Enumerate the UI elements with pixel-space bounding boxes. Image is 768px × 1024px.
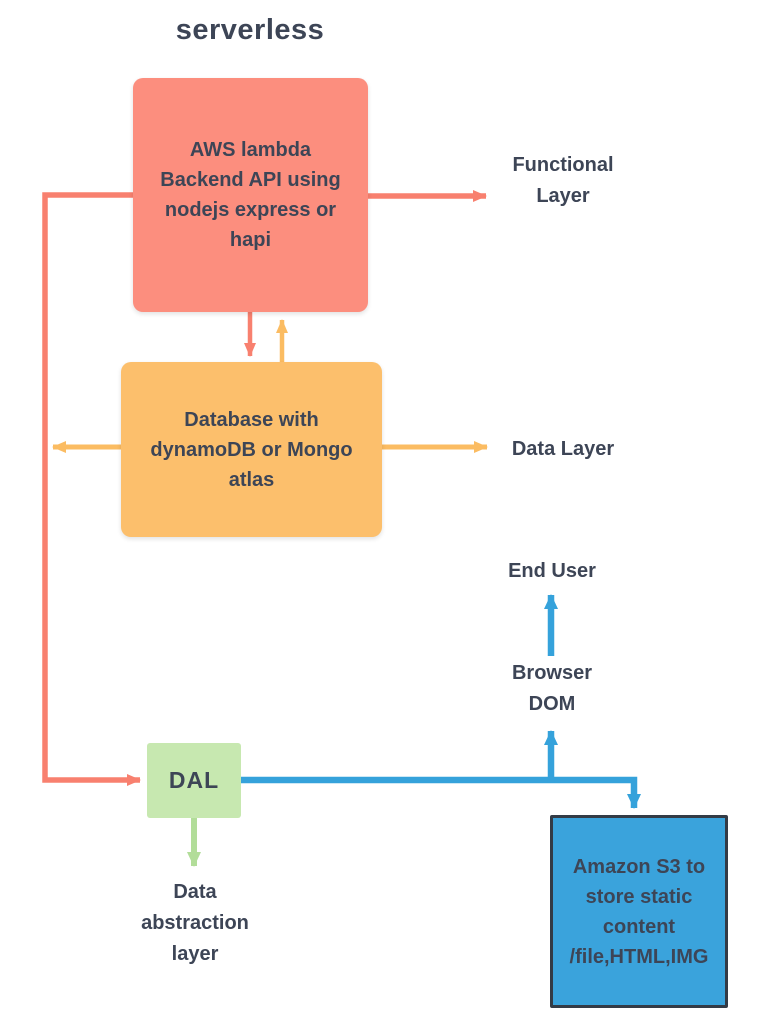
node-database: Database with dynamoDB or Mongo atlas — [121, 362, 382, 537]
diagram-title: serverless — [175, 14, 325, 46]
node-aws-lambda: AWS lambda Backend API using nodejs expr… — [133, 78, 368, 312]
arrow-dal-to-s3 — [241, 776, 641, 809]
label-data-layer: Data Layer — [511, 438, 615, 460]
node-amazon-s3: Amazon S3 to store static content /file,… — [550, 815, 728, 1008]
node-aws-lambda-label: AWS lambda Backend API using nodejs expr… — [160, 139, 341, 251]
node-database-label: Database with dynamoDB or Mongo atlas — [150, 408, 353, 491]
label-browser-dom: Browser DOM — [511, 662, 593, 715]
node-amazon-s3-label: Amazon S3 to store static content /file,… — [569, 855, 709, 968]
node-dal: DAL — [147, 743, 241, 818]
label-end-user: End User — [508, 560, 596, 582]
node-dal-label: DAL — [168, 767, 220, 793]
label-functional-layer: Functional Layer — [512, 154, 614, 207]
label-data-abstraction-layer: Data abstraction layer — [141, 881, 249, 965]
